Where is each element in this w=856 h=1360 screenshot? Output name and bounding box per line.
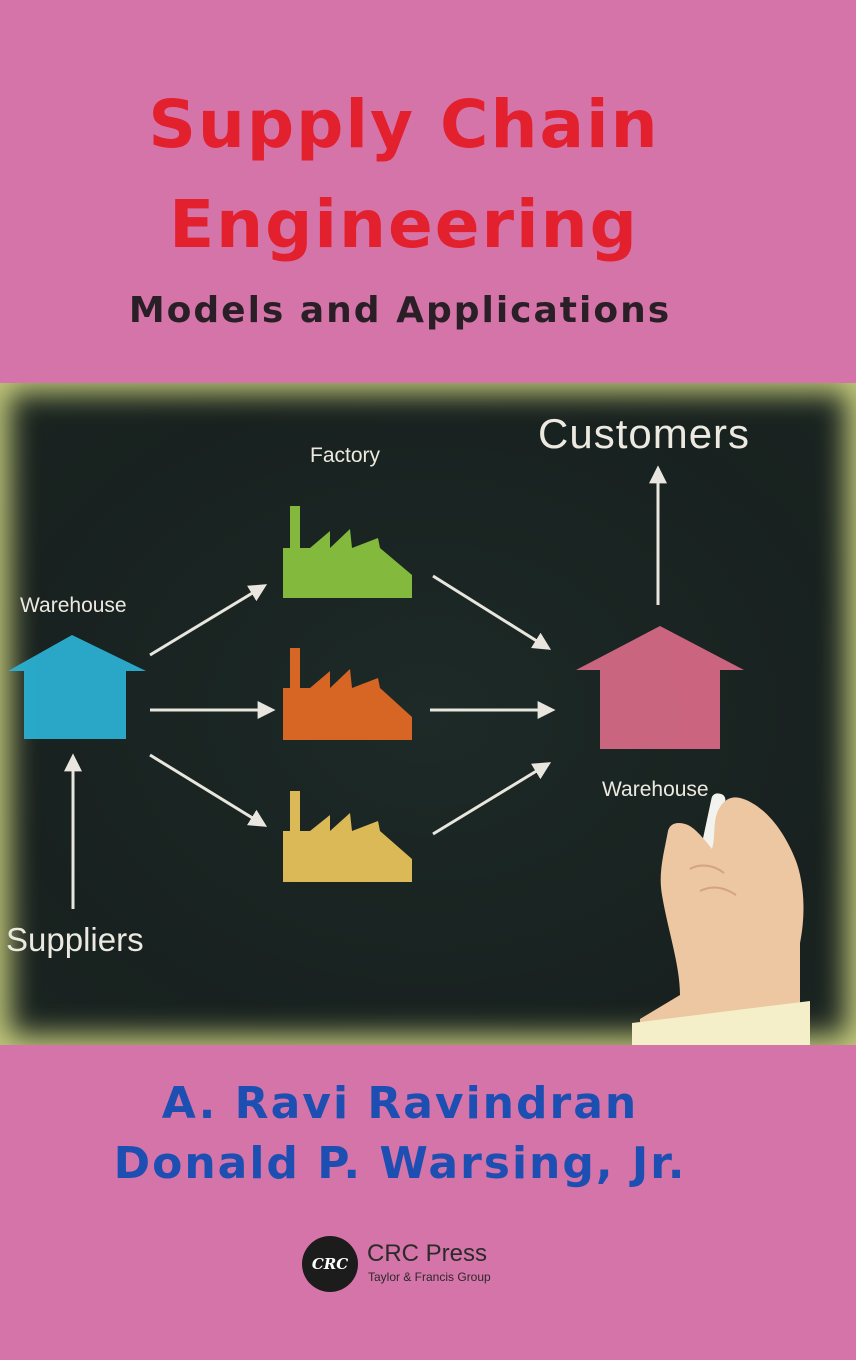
customers-label: Customers — [538, 410, 751, 457]
title-line-2: Engineering — [169, 186, 639, 263]
warehouse-left-icon — [8, 635, 146, 739]
arrow-factory-top-to-warehouse — [432, 574, 552, 650]
title-line-1: Supply Chain — [148, 86, 660, 163]
supply-chain-diagram — [8, 465, 810, 1045]
factory-label: Factory — [310, 444, 381, 467]
hand-with-chalk — [632, 793, 810, 1045]
factory-bottom-icon — [283, 791, 412, 882]
warehouse-right-label: Warehouse — [602, 778, 709, 801]
author-1: A. Ravi Ravindran — [161, 1078, 639, 1129]
arrow-factory-bottom-to-warehouse — [432, 762, 552, 836]
subtitle: Models and Applications — [128, 290, 672, 331]
arrow-warehouse-to-factory-bottom — [149, 753, 268, 827]
warehouse-right-icon — [576, 626, 744, 749]
publisher-block: CRC CRC Press Taylor & Francis Group — [302, 1236, 562, 1296]
factory-middle-icon — [283, 648, 412, 740]
factory-top-icon — [283, 506, 412, 598]
publisher-name: CRC Press — [367, 1240, 488, 1267]
crc-logo-icon: CRC — [302, 1236, 358, 1292]
arrow-warehouse-to-factory-top — [149, 584, 268, 657]
suppliers-label: Suppliers — [6, 921, 144, 958]
chalkboard-illustration: Customers Factory Warehouse Warehouse Su… — [0, 383, 856, 1045]
warehouse-left-label: Warehouse — [20, 594, 127, 617]
author-2: Donald P. Warsing, Jr. — [113, 1138, 687, 1189]
publisher-group: Taylor & Francis Group — [368, 1270, 491, 1284]
flow-arrows — [64, 465, 667, 909]
